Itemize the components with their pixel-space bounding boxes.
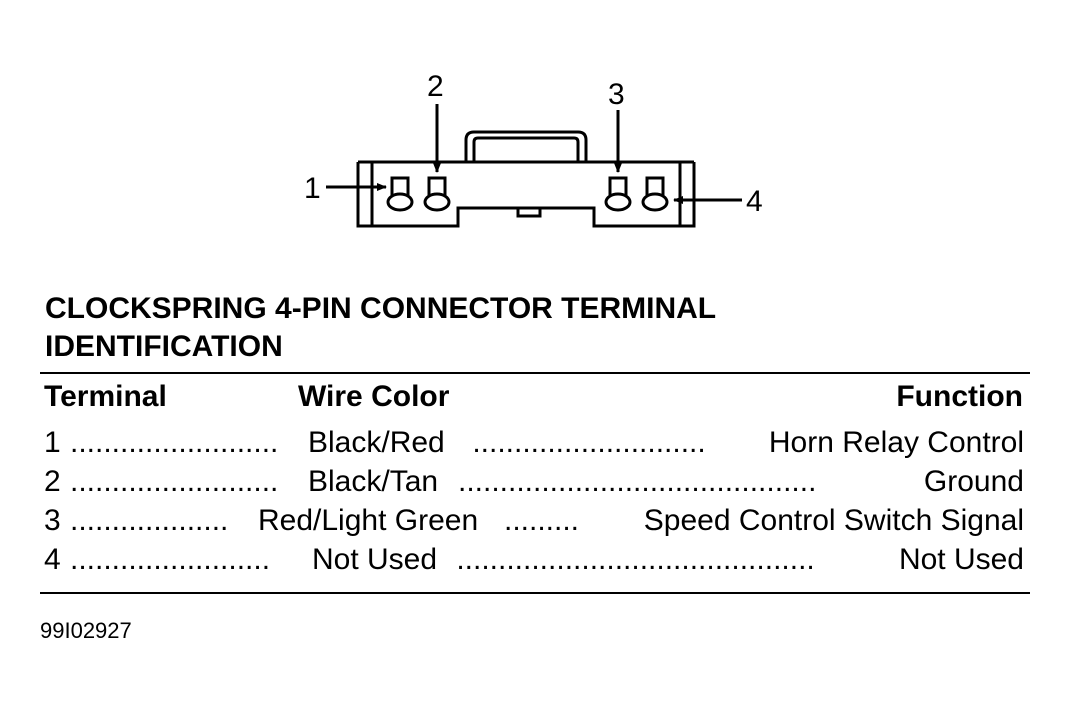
row-wire-color: Black/Red (308, 426, 445, 459)
pin-label-4: 4 (746, 185, 763, 218)
row-leader: ......................... (70, 426, 279, 459)
row-function: Not Used (898, 543, 1024, 576)
table-row: 3 ................... Red/Light Green ..… (44, 504, 1024, 542)
table-row: 1 ......................... Black/Red ..… (44, 426, 1024, 464)
row-leader: ........................................… (458, 465, 817, 498)
pin-1 (386, 176, 414, 212)
pin-2 (423, 176, 451, 212)
figure-id: 99I02927 (40, 618, 132, 643)
header-terminal: Terminal (44, 380, 167, 413)
connector-diagram: 1 2 3 4 (304, 70, 763, 228)
row-wire-color: Red/Light Green (258, 504, 479, 537)
row-leader: ......... (504, 504, 580, 537)
row-leader: ........................................… (448, 543, 815, 576)
figure-title: CLOCKSPRING 4-PIN CONNECTOR TERMINAL IDE… (45, 290, 716, 366)
connector-pins (386, 176, 669, 212)
row-wire-color: Black/Tan (308, 465, 439, 498)
title-line: IDENTIFICATION (45, 330, 283, 363)
row-leader: ........................ (70, 543, 279, 576)
title-line: CLOCKSPRING 4-PIN CONNECTOR TERMINAL (45, 292, 717, 325)
row-terminal: 1 (44, 426, 61, 459)
table-row: 4 ........................ Not Used ....… (44, 543, 1024, 581)
header-wire-color: Wire Color (298, 380, 450, 413)
pin-4 (641, 176, 669, 212)
row-leader: ................... (70, 504, 229, 537)
pin-arrows (326, 104, 742, 204)
row-function: Horn Relay Control (768, 426, 1024, 459)
table-row: 2 ......................... Black/Tan ..… (44, 465, 1024, 503)
row-function: Ground (923, 465, 1024, 498)
row-terminal: 2 (44, 465, 61, 498)
row-function: Speed Control Switch Signal (635, 504, 1024, 537)
row-wire-color: Not Used (312, 543, 438, 576)
pin-3 (604, 176, 632, 212)
table-bottom-rule (40, 592, 1030, 594)
row-terminal: 4 (44, 543, 61, 576)
pin-label-1: 1 (304, 172, 321, 205)
pin-label-2: 2 (427, 70, 444, 103)
connector-body (356, 130, 696, 228)
row-leader: ............................ (464, 426, 706, 459)
row-terminal: 3 (44, 504, 61, 537)
header-function: Function (896, 380, 1023, 413)
row-leader: ......................... (70, 465, 279, 498)
pin-label-3: 3 (608, 78, 625, 111)
table-top-rule (40, 372, 1030, 374)
